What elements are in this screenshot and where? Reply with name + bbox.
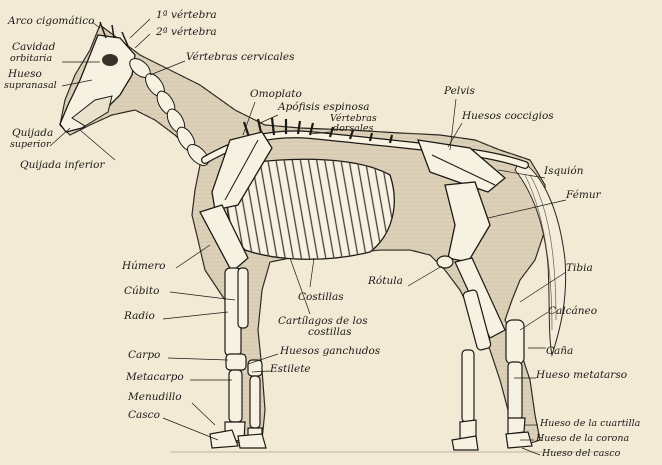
label-cavidad: Cavidad [12,42,55,53]
label-apofisis-espinosa: Apófisis espinosa [278,102,370,113]
label-rotula: Rótula [368,276,403,287]
patella [437,256,453,268]
label-quijada-inferior: Quijada inferior [20,160,105,171]
label-hueso: Hueso [8,69,42,80]
label-dorsales: dorsales [333,124,373,134]
label-huesos-ganchudos: Huesos ganchudos [280,346,380,357]
label-costillas: Costillas [298,292,344,303]
label-huesos-coccigios: Huesos coccigios [462,111,554,122]
label-hueso-cuartilla: Hueso de la cuartilla [540,419,640,429]
label-superior: superior [10,140,51,150]
eye-socket [102,54,118,66]
label-cartilagos-costillas: costillas [308,327,352,338]
label-radio: Radio [124,311,155,322]
label-orbitaria: orbitaria [10,54,52,64]
label-hueso-metatarso: Hueso metatarso [536,370,627,381]
label-metacarpo: Metacarpo [126,372,184,383]
label-cubito: Cúbito [124,286,159,297]
label-femur: Fémur [566,190,601,201]
label-isquion: Isquión [544,166,583,177]
label-quijada: Quijada [12,128,53,139]
label-pelvis: Pelvis [444,86,475,97]
label-casco: Casco [128,410,160,421]
label-calcaneo: Calcáneo [548,306,597,317]
label-hueso-corona: Hueso de la corona [536,434,629,444]
label-vertebra-2: 2ª vértebra [156,27,217,38]
label-humero: Húmero [122,261,165,272]
label-supranasal: supranasal [4,81,57,91]
label-estilete: Estilete [270,364,311,375]
label-omoplato: Omoplato [250,89,302,100]
label-hueso-casco: Hueso del casco [542,449,620,459]
label-arco-cigomatico: Arco cigomático [8,16,94,27]
label-menudillo: Menudillo [128,392,182,403]
label-vertebras-cervicales: Vértebras cervicales [186,52,295,63]
label-carpo: Carpo [128,350,160,361]
label-cana: Caña [546,346,573,357]
label-tibia: Tibia [566,263,593,274]
label-vertebra-1: 1ª vértebra [156,10,217,21]
